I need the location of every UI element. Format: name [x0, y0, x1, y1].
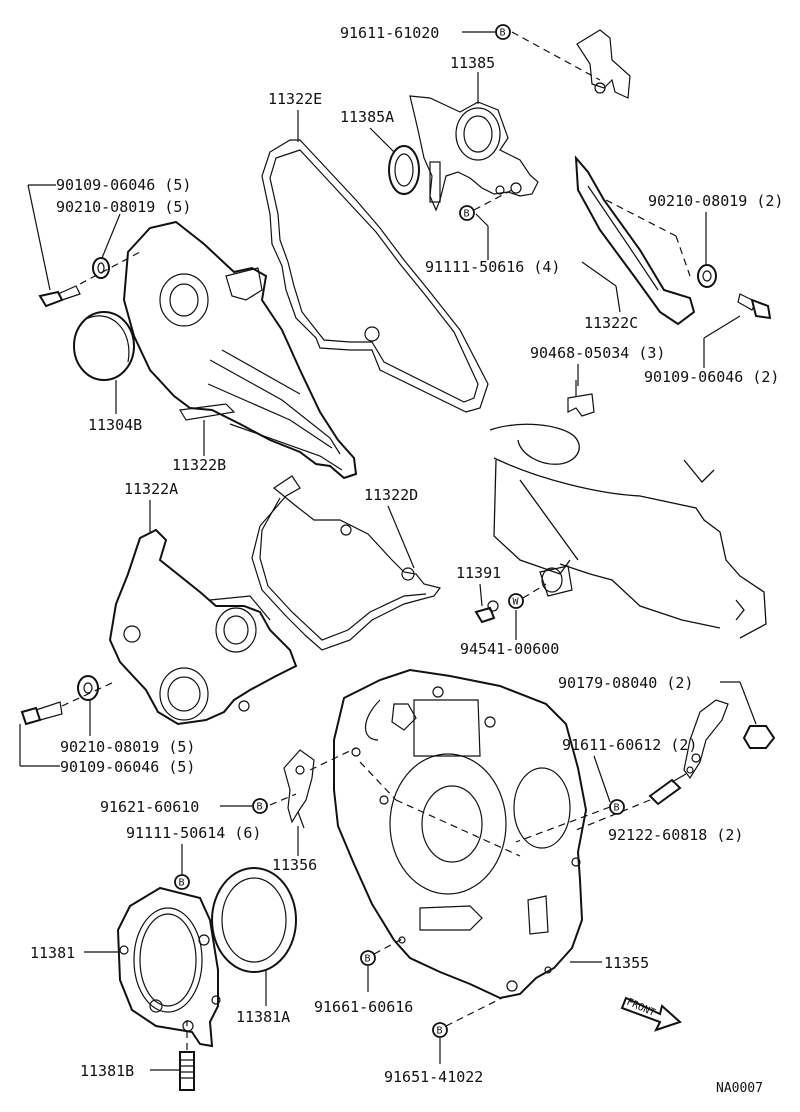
- label-11322A: 11322A: [124, 480, 178, 498]
- b-marker-1: B: [495, 24, 511, 40]
- label-11381A: 11381A: [236, 1008, 290, 1026]
- b-marker-6: B: [360, 950, 376, 966]
- b-marker-4: B: [252, 798, 268, 814]
- front-arrow: FRONT: [620, 996, 682, 1032]
- svg-text:B: B: [500, 28, 506, 39]
- label-90109-06046-right: 90109-06046 (2): [644, 368, 779, 386]
- svg-text:B: B: [614, 803, 620, 814]
- part-11381-retainer: [116, 886, 221, 1048]
- label-11355: 11355: [604, 954, 649, 972]
- part-nut-90179: [742, 725, 776, 749]
- b-marker-2: B: [459, 205, 475, 221]
- label-11322C: 11322C: [584, 314, 638, 332]
- b-marker-5: B: [174, 874, 190, 890]
- label-90179-08040: 90179-08040 (2): [558, 674, 693, 692]
- label-90210-08019-top: 90210-08019 (5): [56, 198, 191, 216]
- label-11356: 11356: [272, 856, 317, 874]
- label-90210-08019-lower: 90210-08019 (5): [60, 738, 195, 756]
- label-90468-05034: 90468-05034 (3): [530, 344, 665, 362]
- part-bracket-right: [683, 699, 729, 780]
- label-92122-60818: 92122-60818 (2): [608, 826, 743, 844]
- part-11381A-seal: [211, 867, 297, 973]
- label-91111-50616: 91111-50616 (4): [425, 258, 560, 276]
- part-11356: [283, 749, 315, 829]
- w-marker: W: [508, 593, 524, 609]
- svg-text:B: B: [179, 878, 185, 889]
- part-11322B: [179, 403, 236, 421]
- part-bolt-90109-top: [38, 285, 81, 308]
- label-90210-08019-right: 90210-08019 (2): [648, 192, 783, 210]
- part-upper-timing-cover: [122, 220, 358, 480]
- part-stud-92122: [648, 773, 687, 806]
- label-91621-60610: 91621-60610: [100, 798, 199, 816]
- label-90109-06046-lower: 90109-06046 (5): [60, 758, 195, 776]
- part-washer-90210-lower: [77, 675, 99, 701]
- svg-text:B: B: [365, 954, 371, 965]
- part-clip-90468: [567, 380, 595, 417]
- svg-text:B: B: [464, 209, 470, 220]
- figure-code: NA0007: [716, 1081, 763, 1096]
- label-91651-41022: 91651-41022: [384, 1068, 483, 1086]
- label-91661-60616: 91661-60616: [314, 998, 413, 1016]
- label-11322D: 11322D: [364, 486, 418, 504]
- part-11355-backing-plate: [333, 668, 588, 1000]
- part-11322C: [574, 155, 696, 326]
- label-91111-50614: 91111-50614 (6): [126, 824, 261, 842]
- svg-text:W: W: [513, 597, 520, 608]
- b-marker-7: B: [432, 1022, 448, 1038]
- bracket-top-right: [576, 29, 631, 99]
- label-91611-61020: 91611-61020: [340, 24, 439, 42]
- part-bolt-90109-lower: [20, 701, 63, 726]
- label-11304B: 11304B: [88, 416, 142, 434]
- label-90109-06046-top: 90109-06046 (5): [56, 176, 191, 194]
- part-lower-timing-cover: [108, 528, 298, 726]
- label-11381: 11381: [30, 944, 75, 962]
- part-washer-90210-right: [697, 264, 717, 288]
- label-11391: 11391: [456, 564, 501, 582]
- part-11385-plate: [409, 95, 539, 212]
- part-11381B-stud: [179, 1051, 195, 1091]
- label-11385: 11385: [450, 54, 495, 72]
- label-11322B: 11322B: [172, 456, 226, 474]
- part-washer-90210-top: [92, 257, 110, 279]
- label-91611-60612: 91611-60612 (2): [562, 736, 697, 754]
- svg-text:B: B: [257, 802, 263, 813]
- part-11304B-cap: [73, 311, 135, 381]
- label-11385A: 11385A: [340, 108, 394, 126]
- part-11322D-gasket: [251, 475, 442, 651]
- part-11391-plug: [474, 600, 499, 624]
- part-11385A-seal: [388, 145, 420, 195]
- engine-block-outline: [489, 423, 767, 639]
- label-94541-00600: 94541-00600: [460, 640, 559, 658]
- svg-text:B: B: [437, 1026, 443, 1037]
- label-11381B: 11381B: [80, 1062, 134, 1080]
- label-11322E: 11322E: [268, 90, 322, 108]
- part-bolt-90109-right: [737, 293, 772, 320]
- part-11322E-gasket: [261, 139, 489, 413]
